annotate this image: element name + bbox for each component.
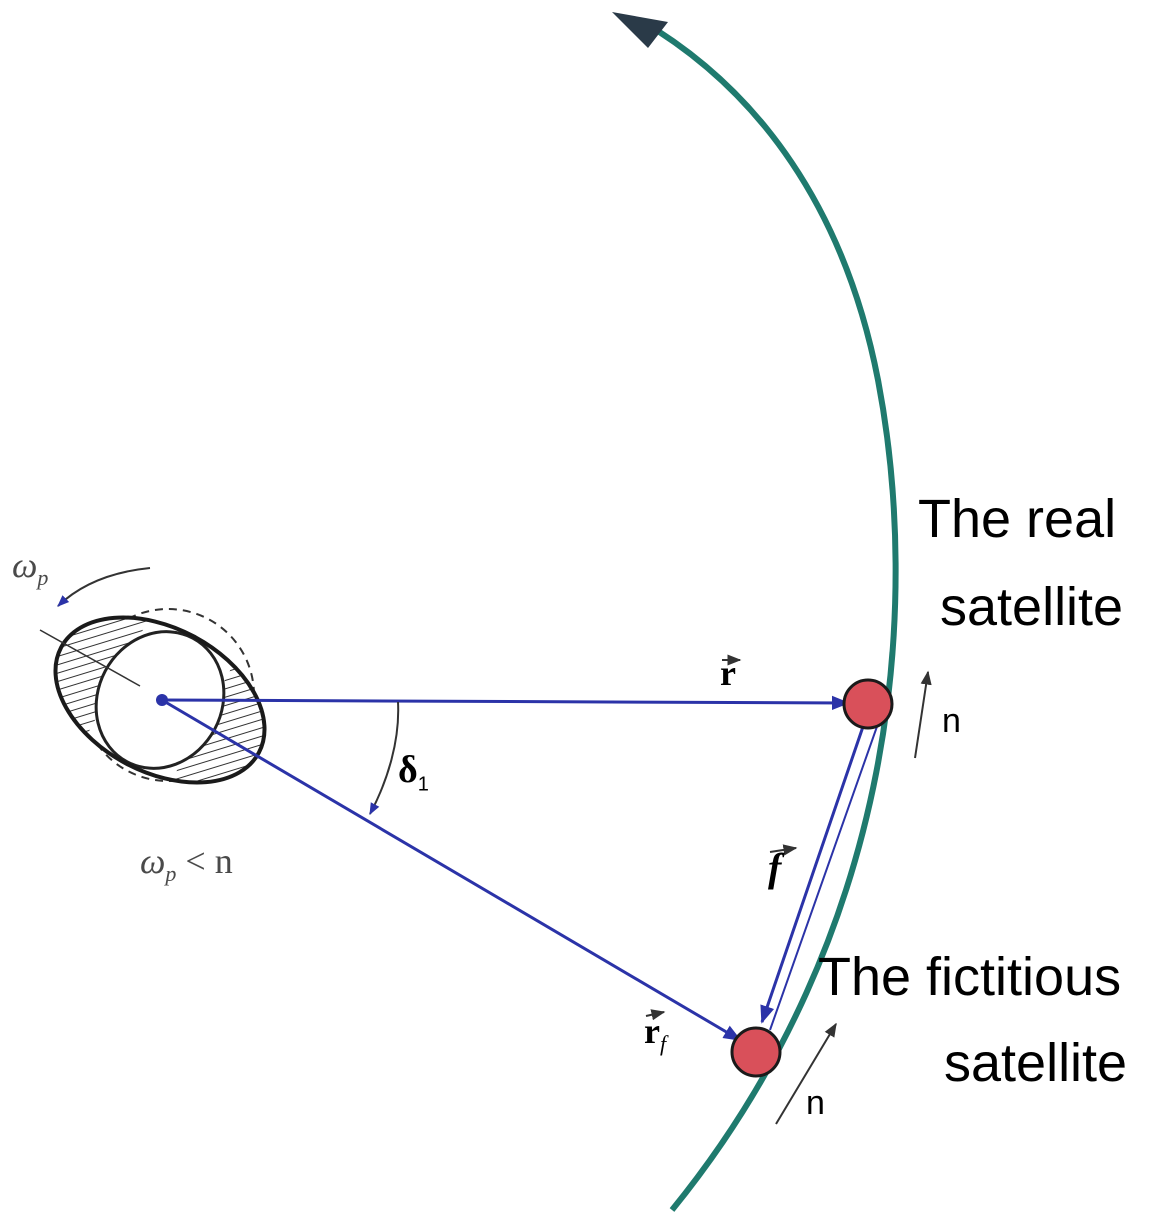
rf-vector-label: rf [644,1010,666,1057]
f-overarrow [769,844,798,856]
omega-rotation-arrow [57,567,151,607]
omega-p-label: ωp [12,544,48,591]
relation-sub: p [165,861,177,887]
fictitious-satellite [730,1026,782,1078]
r-vector-label: r [720,653,736,693]
real-satellite-label-line1: The real [918,489,1117,549]
delta-sub: 1 [417,773,429,796]
omega-relation-label: ωp < n [140,840,233,887]
vector-r [161,695,850,711]
omega-symbol: ω [12,545,38,585]
vector-f-return [769,717,881,1031]
orbit-arrowhead [612,12,668,48]
relation-omega: ω [140,841,166,881]
fictitious-satellite-label-line2: satellite [944,1033,1128,1093]
omega-sub: p [37,565,49,591]
orbit-path [638,17,899,1212]
f-vector-label: f [768,845,782,890]
n-arrow-real [914,670,932,759]
delta-label: δ1 [398,748,429,797]
real-satellite [842,678,894,730]
delta-angle-arc [369,701,400,816]
real-satellite-label-line2: satellite [940,577,1124,637]
n-label-real: n [942,702,961,740]
planet-ellipse [53,615,267,785]
vector-rf [161,698,742,1042]
delta-symbol: δ [398,749,418,791]
vector-f [760,711,870,1024]
rf-sub: f [659,1031,667,1057]
n-arrow-fictitious [775,1022,837,1125]
rf-overarrow [645,1009,666,1021]
rf-main: r [644,1011,660,1051]
fictitious-satellite-label-line1: The fictitious [818,947,1122,1007]
relation-rest: < n [176,841,233,881]
n-label-fictitious: n [806,1084,825,1122]
rotation-axis [39,629,141,687]
